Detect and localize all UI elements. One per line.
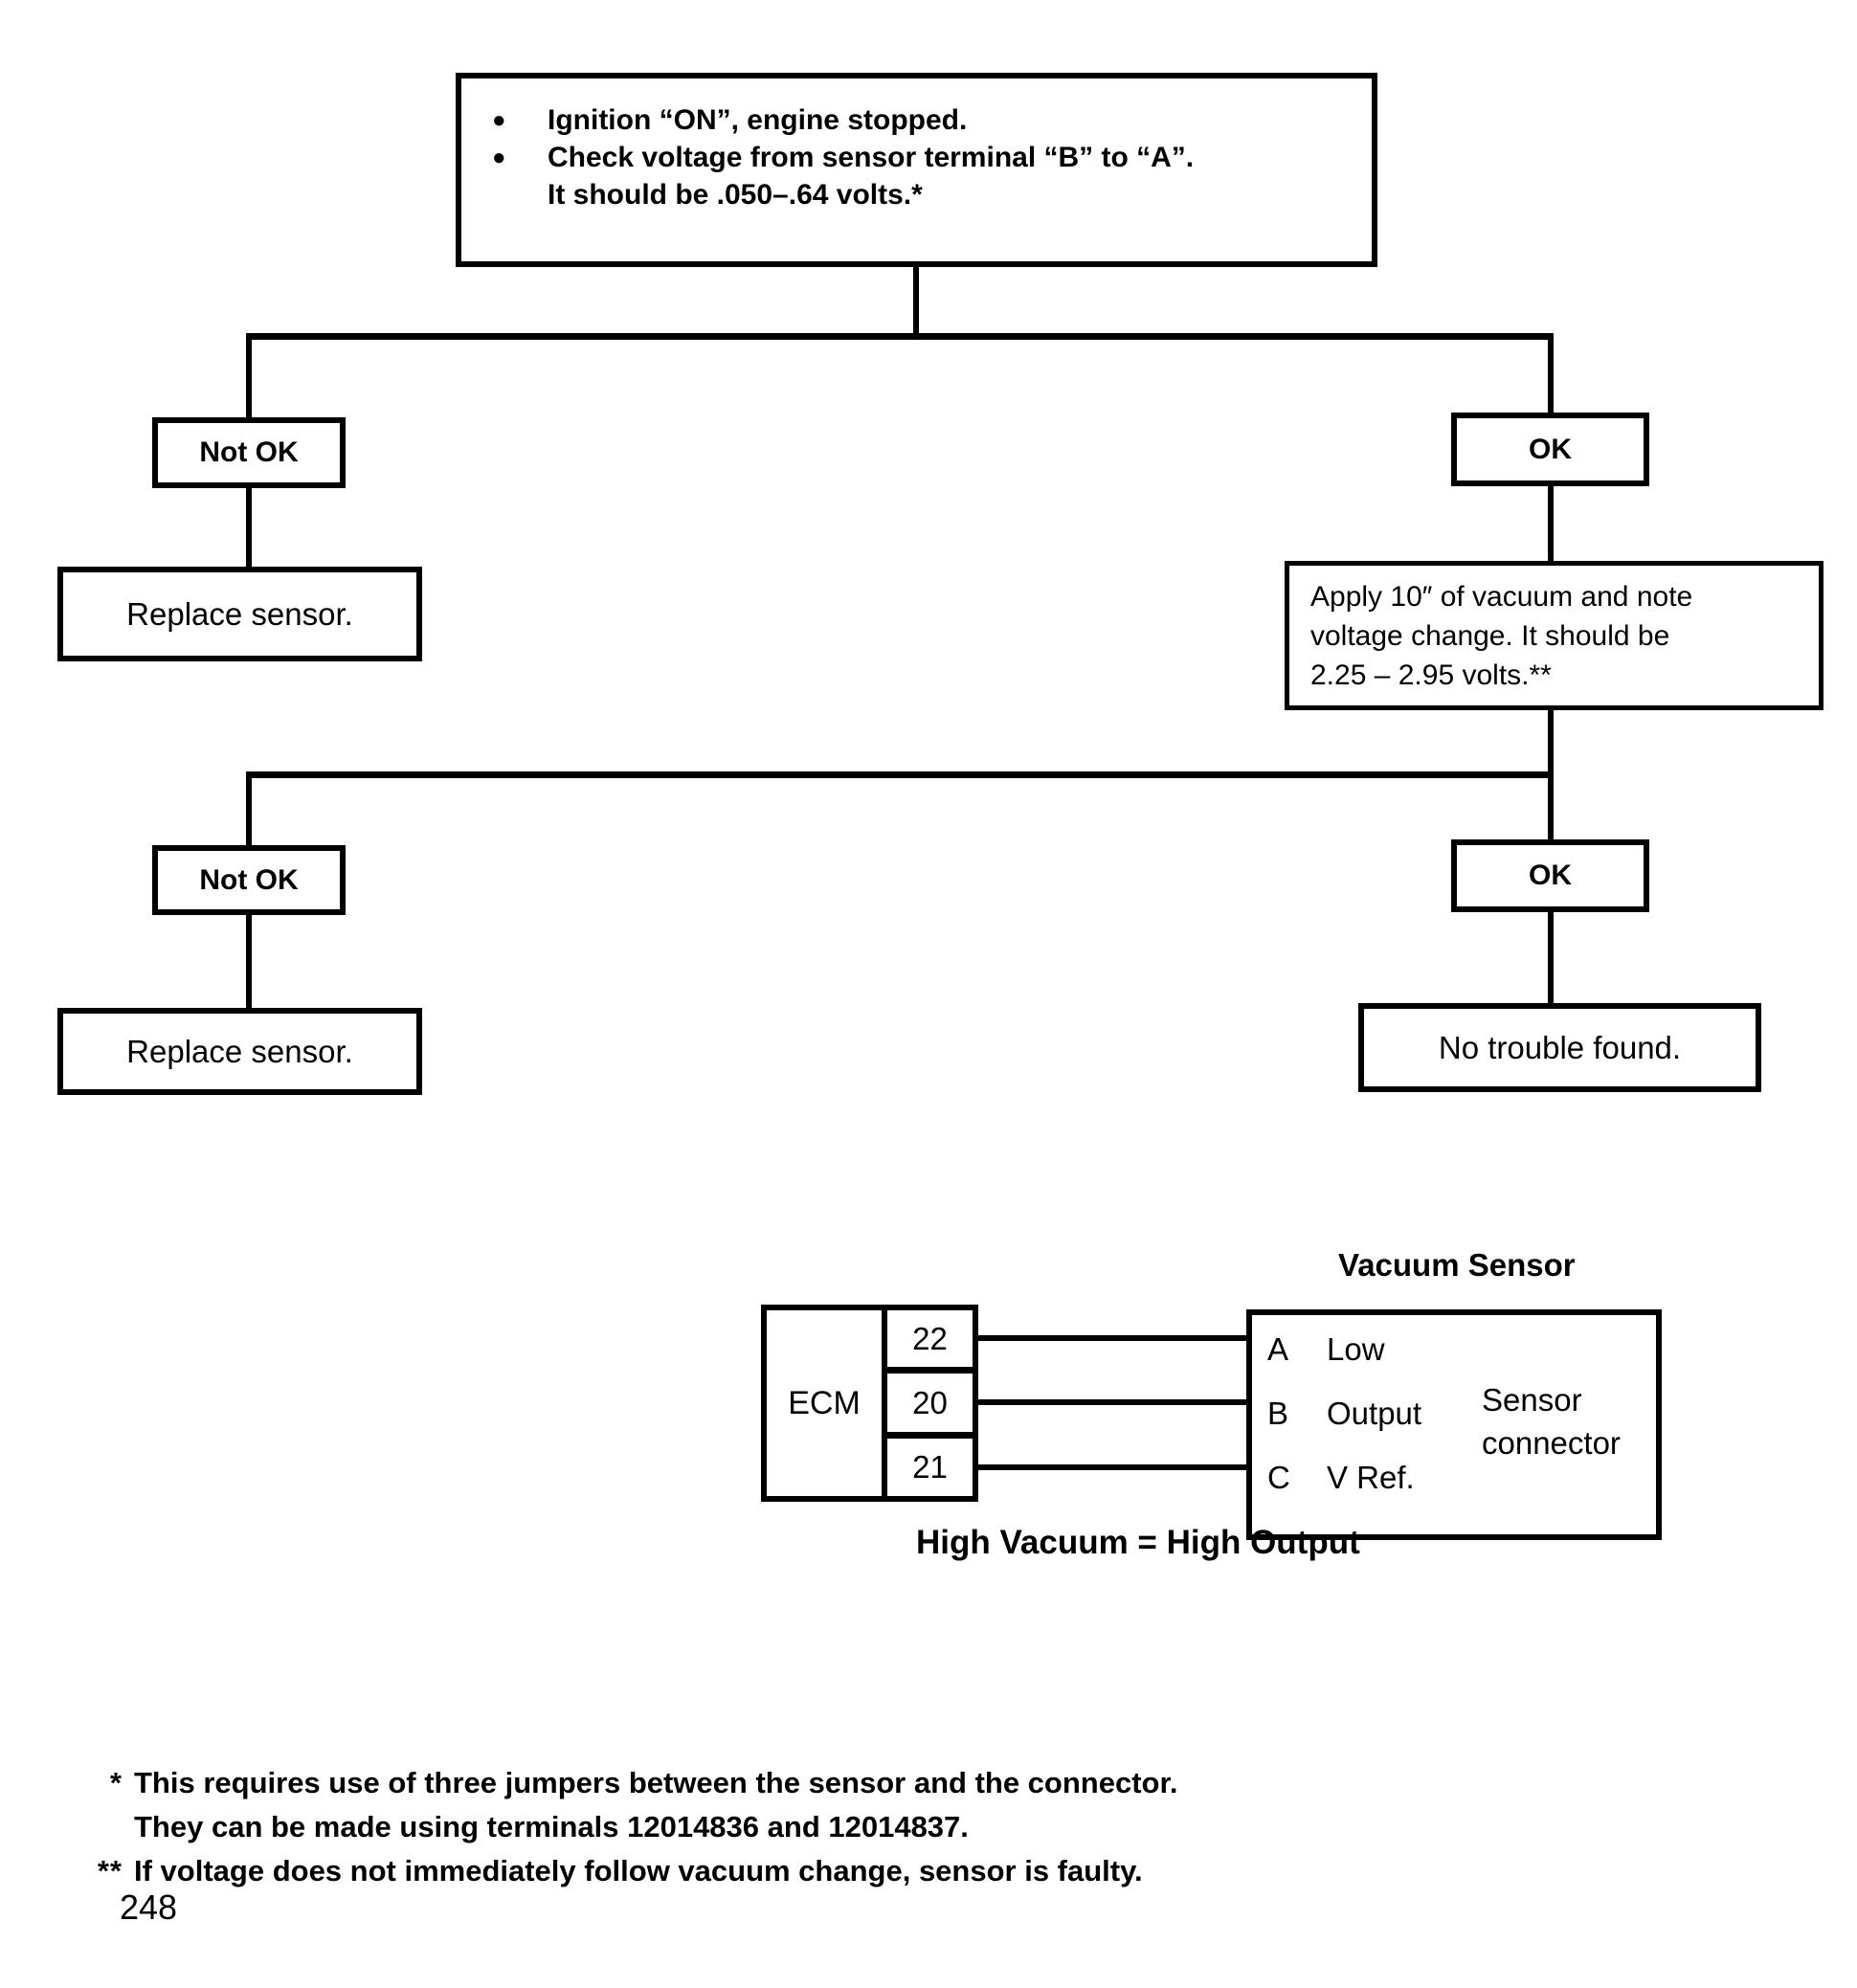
bullet-icon: ● — [492, 107, 506, 133]
footnote-text: This requires use of three jumpers betwe… — [134, 1766, 1178, 1799]
ecm-label: ECM — [788, 1384, 861, 1421]
terminal-id: C — [1267, 1459, 1290, 1495]
ecm-pin-22-cell: 22 — [882, 1305, 978, 1373]
wire-pin22-to-terminal-a — [975, 1335, 1249, 1341]
connector-line — [246, 484, 252, 570]
not-ok-box-level1: Not OK — [152, 417, 346, 488]
connector-line — [246, 333, 1554, 340]
page-number: 248 — [120, 1887, 178, 1927]
terminal-row-c: C V Ref. — [1252, 1445, 1656, 1509]
connector-line — [913, 264, 919, 338]
terminal-label: V Ref. — [1327, 1459, 1415, 1495]
bullet-icon: ● — [492, 145, 506, 170]
connector-line — [246, 911, 252, 1012]
footnote-marker: * — [109, 1766, 123, 1799]
apply-vacuum-box: Apply 10″ of vacuum and note voltage cha… — [1285, 561, 1823, 710]
diagram-caption: High Vacuum = High Output — [916, 1524, 1360, 1561]
footnote-2: ** If voltage does not immediately follo… — [67, 1849, 1177, 1893]
footnote-1: * This requires use of three jumpers bet… — [67, 1761, 1178, 1805]
start-bullet-2-text: Check voltage from sensor terminal “B” t… — [548, 142, 1195, 211]
start-bullet-1: ● Ignition “ON”, engine stopped. — [492, 101, 1353, 139]
replace-sensor-box-level2: Replace sensor. — [57, 1008, 422, 1095]
start-condition-box: ● Ignition “ON”, engine stopped. ● Check… — [456, 73, 1377, 267]
footnote-marker — [67, 1805, 123, 1849]
wire-pin21-to-terminal-c — [975, 1464, 1249, 1470]
terminal-row-a: A Low — [1252, 1317, 1656, 1381]
terminal-row-b: B Output — [1252, 1381, 1656, 1445]
terminal-id: A — [1267, 1330, 1289, 1367]
connector-line — [246, 771, 252, 849]
terminal-label: Output — [1327, 1395, 1422, 1431]
terminal-id: B — [1267, 1395, 1289, 1431]
sensor-connector-box: A Low B Output C V Ref. — [1246, 1309, 1662, 1540]
terminal-label: Low — [1327, 1330, 1385, 1367]
start-bullet-2: ● Check voltage from sensor terminal “B”… — [492, 139, 1353, 213]
start-bullet-1-text: Ignition “ON”, engine stopped. — [548, 104, 968, 136]
footnote-text: They can be made using terminals 1201483… — [134, 1810, 969, 1843]
connector-line — [1548, 333, 1554, 417]
ecm-pin-20-cell: 20 — [882, 1368, 978, 1438]
vacuum-sensor-title: Vacuum Sensor — [1338, 1247, 1576, 1283]
replace-sensor-box-level1: Replace sensor. — [57, 567, 422, 661]
ok-box-level1: OK — [1451, 413, 1649, 486]
no-trouble-found-box: No trouble found. — [1358, 1003, 1761, 1092]
ecm-pin-21-cell: 21 — [882, 1433, 978, 1502]
connector-line — [246, 333, 252, 421]
footnotes: * This requires use of three jumpers bet… — [67, 1761, 1178, 1893]
sensor-connector-label: Sensor connector — [1482, 1382, 1621, 1461]
connector-line — [1548, 908, 1554, 1007]
connector-line — [1548, 482, 1554, 565]
not-ok-box-level2: Not OK — [152, 845, 346, 915]
footnote-1-continued: They can be made using terminals 1201483… — [67, 1805, 1177, 1849]
ok-box-level2: OK — [1451, 839, 1649, 912]
wire-pin20-to-terminal-b — [975, 1399, 1249, 1405]
footnote-marker: ** — [97, 1854, 123, 1887]
connector-line — [246, 771, 1554, 778]
footnote-text: If voltage does not immediately follow v… — [134, 1854, 1143, 1887]
